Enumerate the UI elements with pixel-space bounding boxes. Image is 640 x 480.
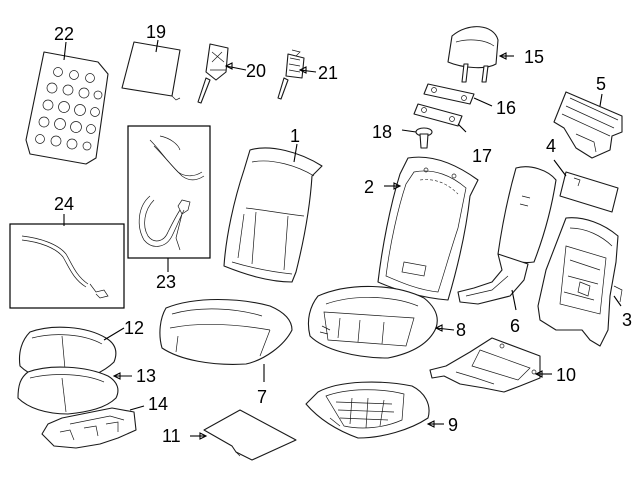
part-9-seat-frame [305, 381, 430, 439]
part-19-pad [121, 41, 181, 101]
callout-21: 21 [318, 63, 338, 83]
part-1-seatback-cushion [223, 147, 323, 283]
callout-3: 3 [622, 310, 632, 330]
callout-4: 4 [546, 136, 556, 156]
callout-24: 24 [54, 194, 74, 214]
part-16-guide [423, 83, 475, 105]
part-18-plug [415, 127, 433, 149]
callout-16: 16 [496, 98, 516, 118]
callout-17: 17 [472, 146, 492, 166]
callout-20: 20 [246, 61, 266, 81]
part-24-rod [9, 223, 125, 309]
callout-15: 15 [524, 47, 544, 67]
callout-2: 2 [364, 177, 374, 197]
part-17-guide [413, 103, 463, 127]
part-13-armrest [17, 366, 119, 415]
callout-labels: 22 19 20 21 15 5 16 18 17 1 4 2 24 23 3 … [54, 22, 632, 446]
callout-12: 12 [124, 318, 144, 338]
callout-7: 7 [257, 387, 267, 407]
callout-13: 13 [136, 366, 156, 386]
part-21-connector [277, 49, 305, 100]
part-23-wire-harness [127, 125, 211, 259]
callout-1: 1 [290, 126, 300, 146]
leader-lines [63, 39, 622, 440]
callout-18: 18 [372, 122, 392, 142]
part-22-lumbar-grid [25, 51, 109, 165]
callout-10: 10 [556, 365, 576, 385]
callout-19: 19 [146, 22, 166, 42]
part-11-mat [203, 409, 297, 461]
callout-9: 9 [448, 415, 458, 435]
callout-11: 11 [162, 426, 181, 446]
part-20-guide [197, 43, 229, 104]
callout-6: 6 [510, 316, 520, 336]
callout-5: 5 [596, 74, 606, 94]
callout-22: 22 [54, 24, 74, 44]
callout-8: 8 [456, 320, 466, 340]
part-15-headrest [447, 26, 499, 83]
part-4-pad [559, 171, 619, 213]
part-8-seat-pad [307, 285, 438, 359]
part-10-seat-frame [429, 337, 541, 393]
callout-14: 14 [148, 394, 168, 414]
part-5-trim-panel [553, 91, 623, 159]
part-6-back-panel [457, 166, 557, 305]
callout-23: 23 [156, 272, 176, 292]
part-14-base [41, 407, 137, 449]
part-3-seatback-frame [537, 217, 623, 347]
part-7-seat-cushion [159, 299, 293, 365]
part-2-seatback-frame [377, 156, 479, 301]
